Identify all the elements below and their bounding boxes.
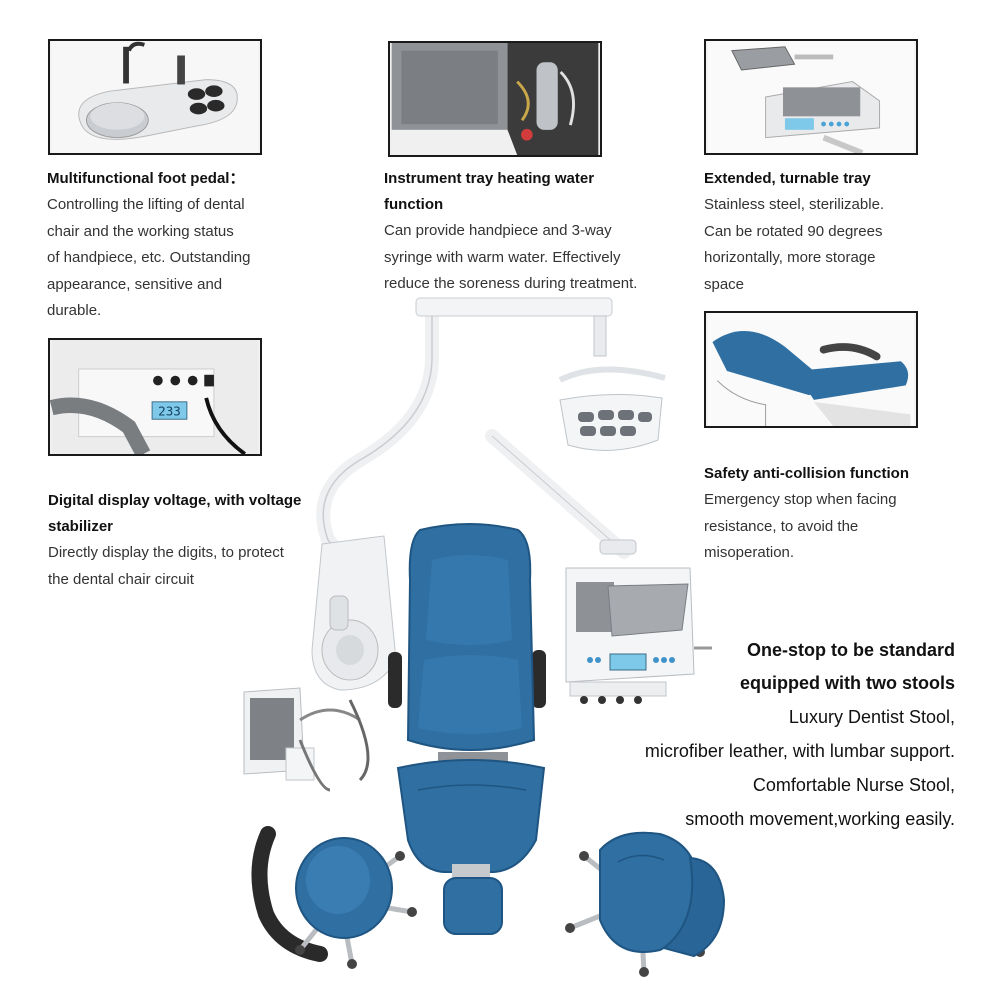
foot-pedal-line: Controlling the lifting of dental bbox=[47, 196, 245, 213]
assistant-tray bbox=[243, 687, 370, 792]
turnable-tray-photo bbox=[704, 39, 918, 155]
digital-display-feature: Digital display voltage, with voltage st… bbox=[48, 488, 348, 593]
stools-line: smooth movement,working easily. bbox=[685, 809, 955, 829]
anti-collision-feature: Safety anti-collision function Emergency… bbox=[704, 461, 964, 567]
stools-description: One-stop to be standard equipped with tw… bbox=[645, 634, 955, 836]
anti-collision-title: Safety anti-collision function bbox=[704, 465, 910, 482]
turnable-tray-line: space bbox=[704, 275, 745, 293]
heating-water-line: Can provide handpiece and 3-way bbox=[384, 222, 612, 239]
heating-water-line: syringe with warm water. Effectively bbox=[384, 248, 621, 266]
stools-line: Comfortable Nurse Stool, bbox=[752, 775, 955, 795]
anti-collision-illustration bbox=[707, 313, 915, 426]
stools-heading: One-stop to be standard bbox=[746, 640, 955, 660]
anti-collision-photo bbox=[704, 311, 918, 428]
turnable-tray-line: Stainless steel, sterilizable. bbox=[704, 196, 885, 213]
doctor-tray bbox=[565, 567, 712, 704]
voltage-readout: 233 bbox=[158, 403, 181, 418]
stools-heading: equipped with two stools bbox=[740, 673, 955, 693]
heating-water-line: reduce the soreness during treatment. bbox=[384, 275, 638, 292]
turnable-tray-title: Extended, turnable tray bbox=[704, 170, 871, 187]
heating-water-title: function bbox=[384, 196, 444, 213]
lamp-arm bbox=[415, 297, 613, 317]
foot-pedal-feature: Multifunctional foot pedal： Controlling … bbox=[47, 166, 307, 325]
stools-line: Luxury Dentist Stool, bbox=[788, 707, 955, 727]
foot-pedal-photo bbox=[48, 39, 262, 155]
heating-water-illustration bbox=[391, 43, 599, 155]
digital-display-line: Directly display the digits, to protect bbox=[48, 544, 284, 561]
digital-display-illustration: 233 bbox=[50, 340, 259, 454]
heating-water-feature: Instrument tray heating water function C… bbox=[384, 166, 674, 298]
digital-display-line: the dental chair circuit bbox=[48, 570, 194, 588]
stools-line: microfiber leather, with lumbar support. bbox=[644, 741, 955, 761]
foot-pedal-line: chair and the working status bbox=[47, 222, 234, 240]
turnable-tray-illustration bbox=[707, 41, 915, 153]
foot-pedal-line: durable. bbox=[47, 302, 102, 319]
foot-pedal-illustration bbox=[51, 41, 259, 153]
foot-pedal-title: Multifunctional foot pedal： bbox=[47, 170, 245, 187]
dental-chair bbox=[388, 523, 546, 935]
dental-lamp bbox=[558, 366, 666, 451]
digital-display-title: stabilizer bbox=[48, 518, 114, 535]
heating-water-title: Instrument tray heating water bbox=[384, 170, 595, 187]
turnable-tray-feature: Extended, turnable tray Stainless steel,… bbox=[704, 166, 964, 298]
water-unit bbox=[311, 535, 397, 691]
dentist-stool bbox=[251, 826, 417, 969]
turnable-tray-line: Can be rotated 90 degrees bbox=[704, 222, 883, 240]
anti-collision-line: misoperation. bbox=[704, 544, 795, 561]
turnable-tray-line: horizontally, more storage bbox=[704, 249, 876, 266]
heating-water-photo bbox=[388, 41, 602, 157]
anti-collision-line: resistance, to avoid the bbox=[704, 517, 859, 535]
foot-pedal-line: appearance, sensitive and bbox=[47, 275, 223, 293]
foot-pedal-line: of handpiece, etc. Outstanding bbox=[47, 249, 251, 266]
anti-collision-line: Emergency stop when facing bbox=[704, 491, 897, 508]
digital-display-photo: 233 bbox=[48, 338, 262, 456]
digital-display-title: Digital display voltage, with voltage bbox=[48, 492, 302, 509]
nurse-stool bbox=[565, 831, 726, 977]
